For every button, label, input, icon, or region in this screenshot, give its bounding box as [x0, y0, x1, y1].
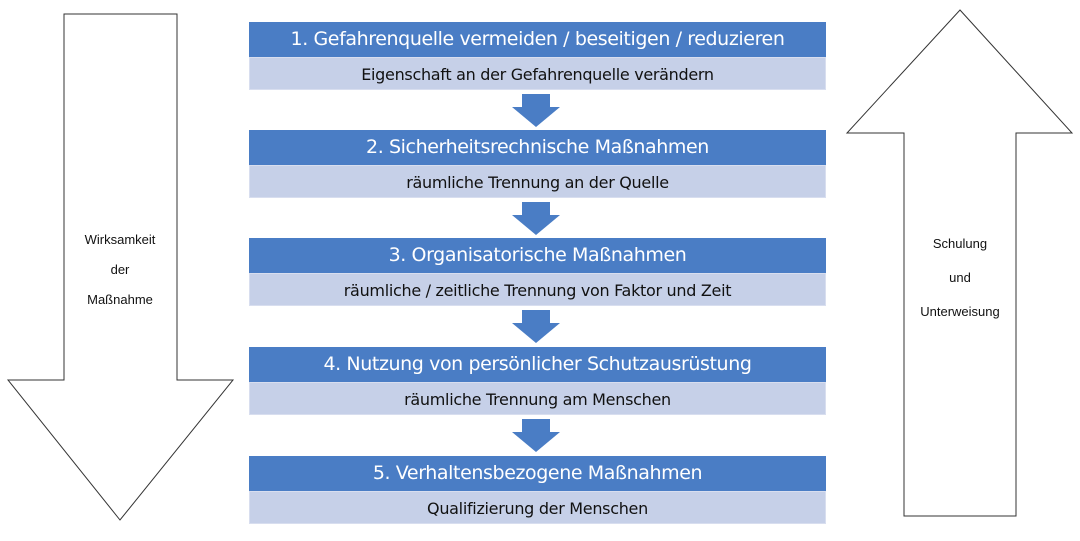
step-title: 2. Sicherheitsrechnische Maßnahmen [249, 130, 826, 165]
step-subtitle: räumliche Trennung an der Quelle [249, 165, 826, 198]
step-subtitle: Qualifizierung der Menschen [249, 491, 826, 524]
effectiveness-label: Wirksamkeit der Maßnahme [50, 225, 190, 315]
step-1: 1. Gefahrenquelle vermeiden / beseitigen… [249, 22, 826, 90]
down-connector-arrow-icon [512, 202, 560, 235]
down-connector-arrow-icon [512, 94, 560, 127]
step-subtitle: räumliche Trennung am Menschen [249, 382, 826, 415]
step-5: 5. Verhaltensbezogene Maßnahmen Qualifiz… [249, 456, 826, 524]
down-arrow-effectiveness [6, 13, 235, 521]
step-title: 5. Verhaltensbezogene Maßnahmen [249, 456, 826, 491]
step-2: 2. Sicherheitsrechnische Maßnahmen räuml… [249, 130, 826, 198]
step-title: 1. Gefahrenquelle vermeiden / beseitigen… [249, 22, 826, 57]
down-connector-arrow-icon [512, 419, 560, 452]
training-label: Schulung und Unterweisung [890, 227, 1030, 329]
label-line: Schulung [932, 236, 988, 251]
label-line: und [949, 270, 971, 285]
step-subtitle: räumliche / zeitliche Trennung von Fakto… [249, 273, 826, 306]
label-line: der [110, 262, 130, 277]
step-title: 3. Organisatorische Maßnahmen [249, 238, 826, 273]
down-connector-arrow-icon [512, 310, 560, 343]
label-line: Wirksamkeit [84, 232, 156, 247]
up-arrow-training [845, 9, 1074, 517]
step-title: 4. Nutzung von persönlicher Schutzausrüs… [249, 347, 826, 382]
step-4: 4. Nutzung von persönlicher Schutzausrüs… [249, 347, 826, 415]
step-3: 3. Organisatorische Maßnahmen räumliche … [249, 238, 826, 306]
label-line: Unterweisung [920, 304, 1000, 319]
label-line: Maßnahme [87, 292, 153, 307]
step-subtitle: Eigenschaft an der Gefahrenquelle veränd… [249, 57, 826, 90]
